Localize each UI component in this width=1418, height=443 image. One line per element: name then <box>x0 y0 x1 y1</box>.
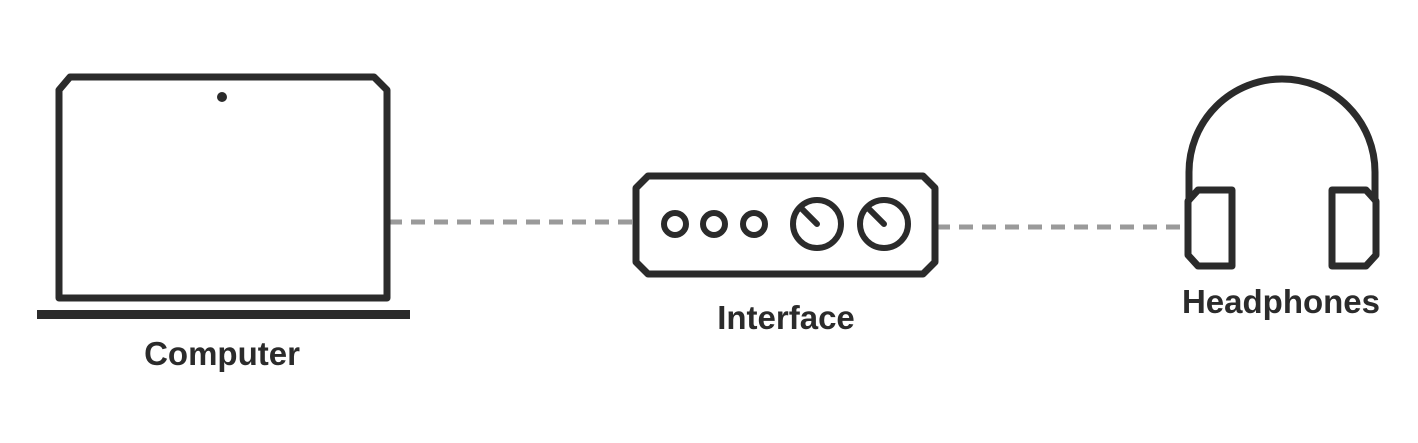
audio-interface-icon <box>632 172 939 278</box>
computer-label: Computer <box>144 335 300 372</box>
headphones-label: Headphones <box>1182 283 1380 320</box>
headphones-icon <box>1184 75 1380 270</box>
laptop-icon <box>37 73 410 319</box>
interface-label: Interface <box>717 299 855 336</box>
